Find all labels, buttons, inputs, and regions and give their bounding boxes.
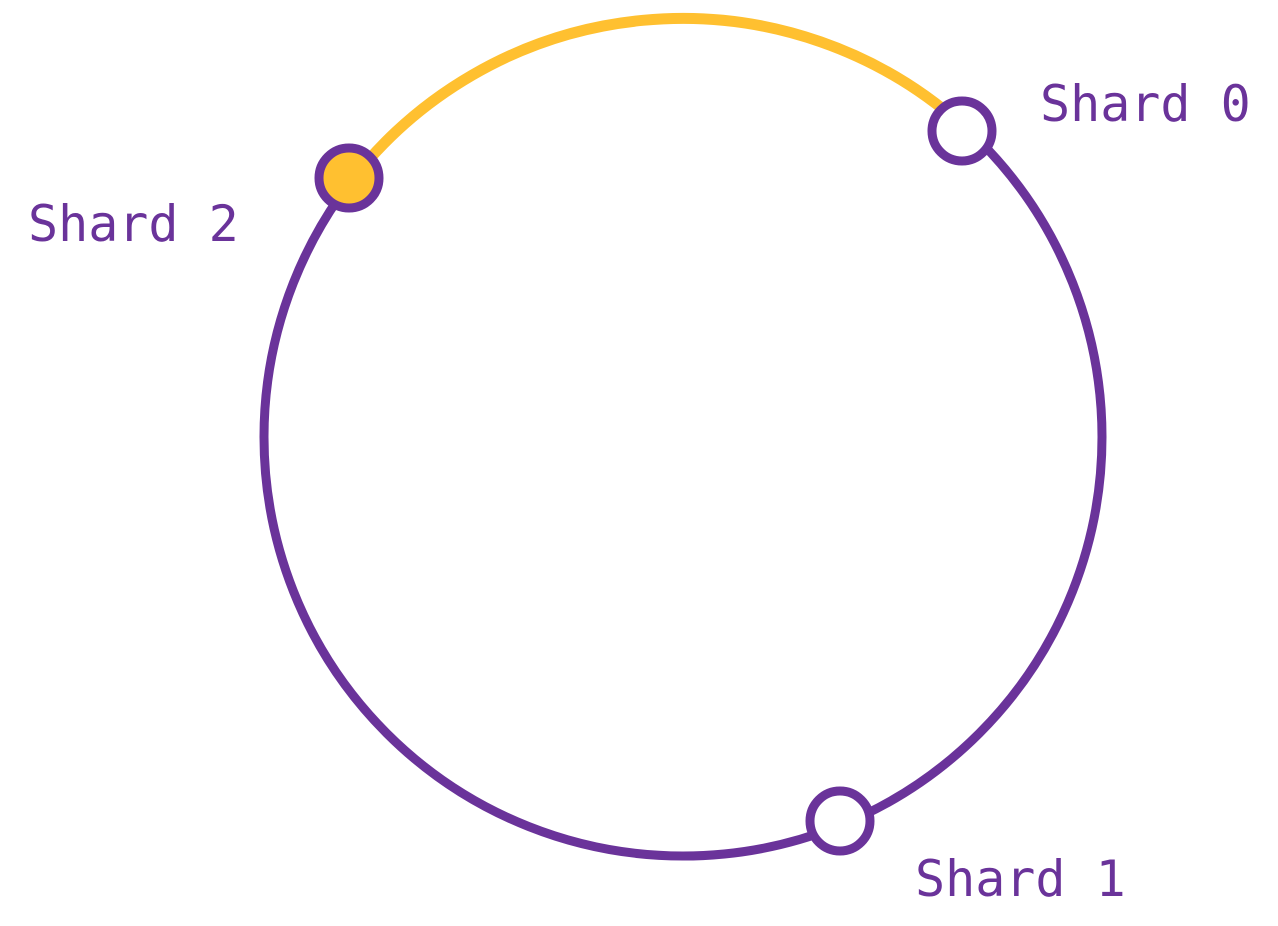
shard-1-node[interactable] <box>805 786 875 856</box>
shard-1-label: Shard 1 <box>915 850 1126 908</box>
shard-0-label: Shard 0 <box>1040 75 1251 133</box>
shard-2-label: Shard 2 <box>28 195 239 253</box>
shard-2-node[interactable] <box>314 143 384 213</box>
highlighted-arc-shard2-to-shard0 <box>345 12 966 187</box>
shard-0-node[interactable] <box>927 96 997 166</box>
